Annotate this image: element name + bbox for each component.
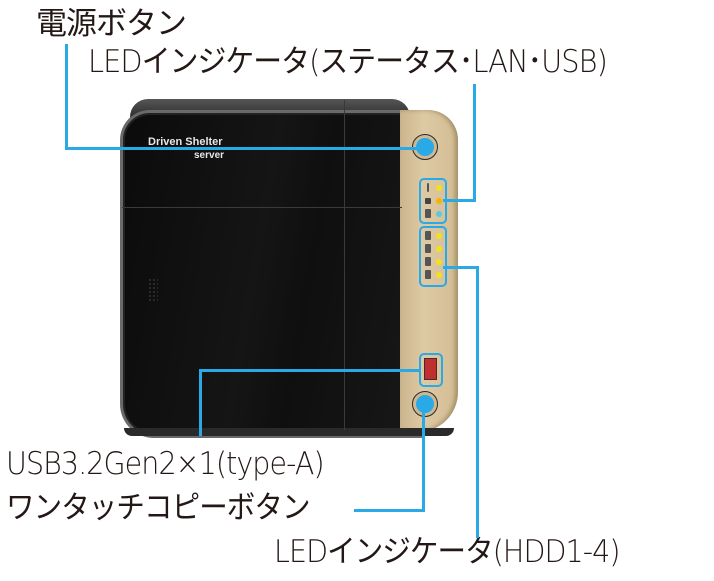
led-row-lan [425,196,445,206]
led-row-info [425,183,445,193]
brand-name: Driven Shelter [148,136,223,148]
label-usb-port: USB3.2Gen2×1(type-A) [6,446,325,482]
vent-grille [148,278,158,302]
label-led-status: LEDインジケータ(ステータス･LAN･USB) [88,44,608,80]
callout-power-horizontal [65,147,425,150]
led-lan [436,198,442,204]
hdd2-icon [425,244,431,253]
callout-usb-horizontal [199,369,421,372]
led-hdd1 [436,233,442,239]
brand-logo: Driven Shelter server [148,136,224,162]
led-hdd4 [436,272,442,278]
usb-port[interactable] [424,358,437,380]
callout-power-vertical [65,44,68,150]
hdd1-icon [425,231,431,240]
led-row-hdd3 [425,257,445,267]
device-front-panel [120,110,423,438]
callout-copy-vertical [422,405,425,512]
label-copy-button: ワンタッチコピーボタン [6,490,311,526]
copy-button[interactable] [412,391,438,417]
network-icon [425,198,431,204]
led-row-hdd4 [425,270,445,280]
led-row-hdd2 [425,244,445,254]
guide-line-vertical [344,100,345,430]
led-status [436,185,442,191]
callout-status-horizontal [443,199,476,202]
led-row-hdd1 [425,231,445,241]
copy-button-marker [416,395,434,413]
hdd3-icon [425,257,431,266]
info-icon [427,183,429,192]
callout-usb-vertical [199,369,202,436]
label-power-button: 電源ボタン [36,6,187,42]
led-hdd2 [436,246,442,252]
hdd-led-group [419,226,447,287]
device-bottom-edge [124,428,454,436]
led-usb [436,211,442,217]
label-led-hdd: LEDインジケータ(HDD1-4) [274,534,620,570]
callout-hdd-horizontal [443,266,479,269]
callout-hdd-vertical [476,266,479,538]
led-hdd3 [436,259,442,265]
callout-copy-horizontal [354,509,425,512]
usb-icon [425,209,431,218]
guide-line-horizontal [122,207,402,208]
led-row-usb [425,209,445,219]
callout-status-vertical [473,84,476,202]
hdd4-icon [425,270,431,279]
usb-port-highlight [419,353,443,387]
brand-subtitle: server [194,150,225,161]
power-button-marker [416,138,434,156]
